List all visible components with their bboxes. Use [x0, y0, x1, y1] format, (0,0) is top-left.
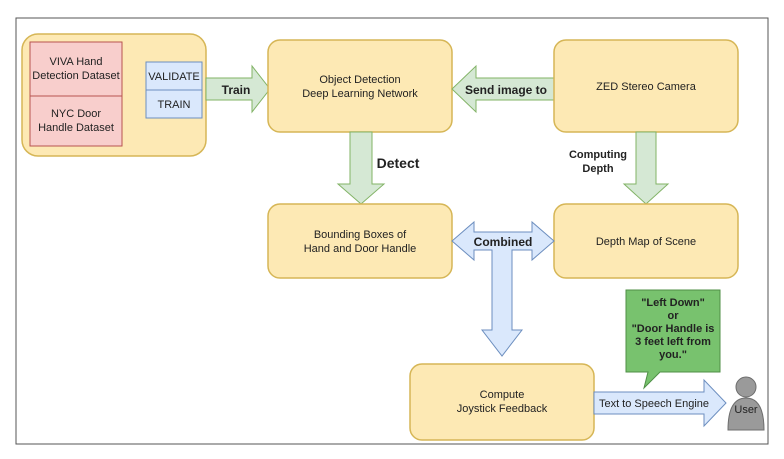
speech-bubble	[625, 289, 721, 390]
train-split-label: TRAIN	[158, 99, 191, 111]
send-image-arrow	[451, 64, 555, 114]
speech-line2: or	[668, 310, 680, 322]
send-image-label: Send image to	[465, 83, 547, 97]
tts-label: Text to Speech Engine	[599, 398, 709, 410]
combined-label: Combined	[474, 235, 533, 249]
user-label: User	[734, 404, 758, 416]
combined-arrow	[451, 220, 555, 357]
detect-arrow	[336, 131, 386, 205]
train-edge-label: Train	[222, 83, 251, 97]
compute-line2: Joystick Feedback	[457, 403, 548, 415]
validate-box	[145, 61, 203, 91]
object-detection-line1: Object Detection	[319, 74, 400, 86]
viva-dataset-line2: Detection Dataset	[32, 70, 119, 82]
computing-depth-arrow	[622, 131, 670, 205]
tts-arrow	[593, 378, 727, 428]
train-arrow	[205, 64, 271, 114]
speech-line1: "Left Down"	[641, 297, 705, 309]
detect-label: Detect	[377, 155, 420, 171]
nyc-dataset-box	[29, 95, 123, 147]
speech-line5: you."	[659, 349, 687, 361]
viva-dataset-box	[29, 41, 123, 97]
zed-camera-label: ZED Stereo Camera	[596, 81, 697, 93]
user-icon	[727, 376, 765, 431]
object-detection-line2: Deep Learning Network	[302, 88, 418, 100]
compute-feedback-node	[409, 363, 595, 441]
bounding-boxes-node	[267, 203, 453, 279]
bounding-boxes-line2: Hand and Door Handle	[304, 243, 417, 255]
object-detection-node	[267, 39, 453, 133]
bounding-boxes-line1: Bounding Boxes of	[314, 229, 407, 241]
speech-line4: 3 feet left from	[635, 336, 711, 348]
depth-map-label: Depth Map of Scene	[596, 236, 696, 248]
speech-line3: "Door Handle is	[632, 323, 715, 335]
train-box	[145, 89, 203, 119]
nyc-dataset-line1: NYC Door	[51, 108, 101, 120]
computing-label-line2: Depth	[582, 163, 613, 175]
validate-label: VALIDATE	[148, 71, 200, 83]
nyc-dataset-line2: Handle Dataset	[38, 122, 114, 134]
compute-line1: Compute	[480, 389, 525, 401]
viva-dataset-line1: VIVA Hand	[50, 56, 103, 68]
computing-label-line1: Computing	[569, 149, 627, 161]
